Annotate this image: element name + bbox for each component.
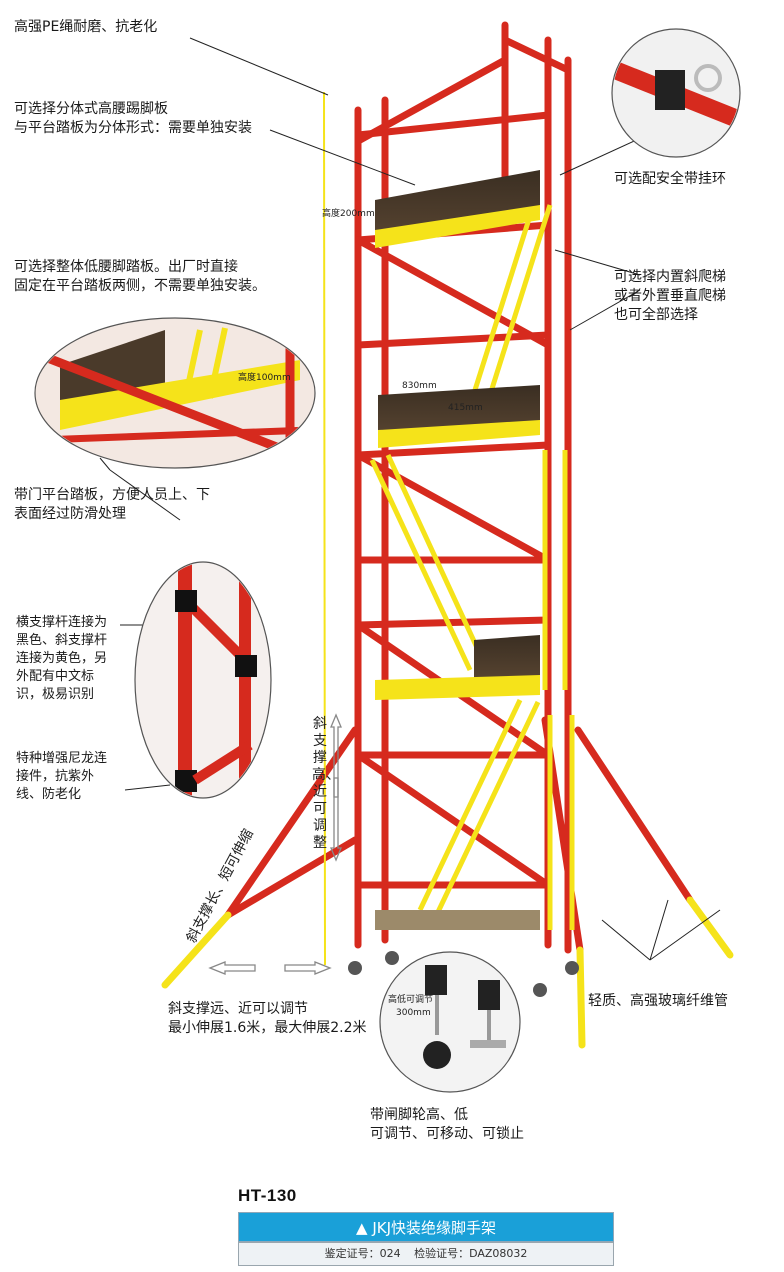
- vertical-brace-height: 斜支撑高、近可调整: [312, 716, 340, 851]
- dim-caster-300: 300mm: [396, 1008, 431, 1018]
- label-fiberglass: 轻质、高强玻璃纤维管: [588, 993, 728, 1009]
- product-model: HT-130: [238, 1186, 297, 1205]
- dim-height-100: 高度100mm: [238, 371, 291, 383]
- label-nylon-connector: 特种增强尼龙连 接件，抗紫外 线、防老化: [16, 751, 108, 802]
- label-integral-board: 可选择整体低腰脚踏板。出厂时直接 固定在平台踏板两侧，不需要单独安装。: [14, 259, 266, 294]
- outrigger-feet: [161, 896, 734, 1049]
- leader-lines: [99, 37, 721, 961]
- yellow-ladder: [369, 199, 575, 930]
- label-split-board: 可选择分体式高腰踢脚板 与平台踏板为分体形式：需要单独安装: [14, 101, 252, 136]
- inset-integral-board: [34, 317, 316, 469]
- product-title-bar: ▲ JKJ快装绝缘脚手架: [238, 1212, 614, 1242]
- label-safety-ring: 可选配安全带挂环: [614, 171, 726, 187]
- label-pe-rope: 高强PE绳耐磨、抗老化: [14, 19, 158, 35]
- platforms: [375, 170, 540, 930]
- inspect-number: 检验证号：DAZ08032: [414, 1247, 528, 1260]
- inset-safety-ring: [611, 28, 741, 158]
- arrows: [208, 713, 342, 975]
- label-caster: 带闸脚轮高、低 可调节、可移动、可锁止: [370, 1107, 524, 1142]
- inset-connectors: [134, 561, 272, 799]
- label-brace-color: 横支撑杆连接为 黑色、斜支撑杆 连接为黄色，另 外配有中文标 识，极易识别: [16, 615, 108, 702]
- pe-rope: [323, 91, 326, 966]
- dim-caster-adjust: 高低可调节: [388, 993, 433, 1005]
- casters: [348, 951, 579, 997]
- label-door-platform: 带门平台踏板，方便人员上、下 表面经过防滑处理: [14, 487, 210, 522]
- certificate-bar: 鉴定证号：024 检验证号：DAZ08032: [238, 1242, 614, 1266]
- inset-casters: [379, 951, 521, 1093]
- label-outrigger-adjust: 斜支撑远、近可以调节 最小伸展1.6米，最大伸展2.2米: [168, 1001, 367, 1036]
- dim-width-830: 830mm: [402, 381, 437, 391]
- product-title: JKJ快装绝缘脚手架: [372, 1219, 496, 1237]
- scaffold-tower: [224, 21, 694, 954]
- label-ladder-option: 可选择内置斜爬梯 或者外置垂直爬梯 也可全部选择: [614, 269, 726, 323]
- dim-height-200: 高度200mm: [322, 207, 375, 219]
- cert-number: 鉴定证号：024: [324, 1247, 401, 1260]
- triangle-up-icon: ▲: [355, 1219, 368, 1237]
- scaffold-illustration: 高度200mm 高度100mm 830mm 415mm 高低可调节 300mm: [34, 21, 741, 1093]
- dim-depth-415: 415mm: [448, 403, 483, 413]
